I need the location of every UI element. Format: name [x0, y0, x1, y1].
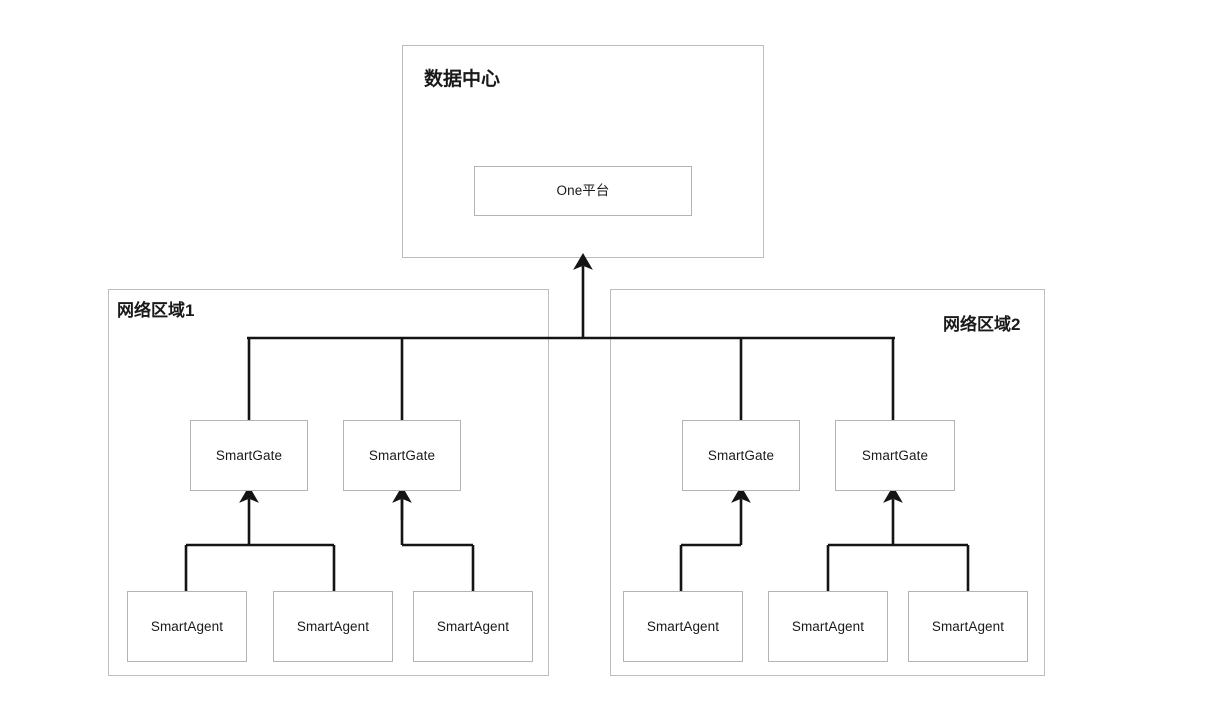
node-gate-1[interactable]: SmartGate — [190, 420, 308, 491]
node-gate-4[interactable]: SmartGate — [835, 420, 955, 491]
node-gate-3-label: SmartGate — [707, 447, 775, 463]
node-gate-2-label: SmartGate — [368, 447, 436, 463]
node-agent-3[interactable]: SmartAgent — [413, 591, 533, 662]
node-agent-5-label: SmartAgent — [791, 618, 865, 634]
node-one-platform[interactable]: One平台 — [474, 166, 692, 216]
node-agent-1[interactable]: SmartAgent — [127, 591, 247, 662]
node-gate-3[interactable]: SmartGate — [682, 420, 800, 491]
zone-2-box[interactable] — [610, 289, 1045, 676]
node-gate-4-label: SmartGate — [861, 447, 929, 463]
node-agent-2[interactable]: SmartAgent — [273, 591, 393, 662]
node-one-platform-label: One平台 — [556, 183, 610, 199]
node-agent-4-label: SmartAgent — [646, 618, 720, 634]
node-agent-4[interactable]: SmartAgent — [623, 591, 743, 662]
zone-2-label: 网络区域2 — [943, 315, 1021, 334]
node-gate-2[interactable]: SmartGate — [343, 420, 461, 491]
node-agent-2-label: SmartAgent — [296, 618, 370, 634]
zone-1-label: 网络区域1 — [117, 301, 195, 320]
node-agent-1-label: SmartAgent — [150, 618, 224, 634]
node-gate-1-label: SmartGate — [215, 447, 283, 463]
node-agent-5[interactable]: SmartAgent — [768, 591, 888, 662]
zone-1-box[interactable] — [108, 289, 549, 676]
node-agent-3-label: SmartAgent — [436, 618, 510, 634]
data-center-title: 数据中心 — [424, 69, 501, 90]
node-agent-6[interactable]: SmartAgent — [908, 591, 1028, 662]
node-agent-6-label: SmartAgent — [931, 618, 1005, 634]
